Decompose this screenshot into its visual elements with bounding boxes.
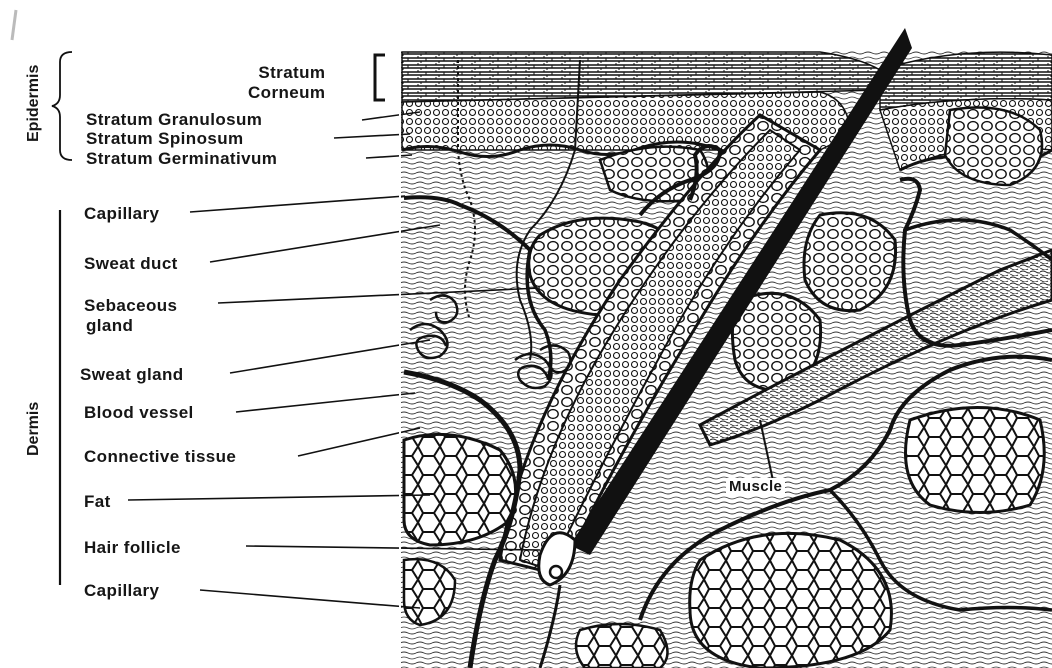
sebaceous-gland-line1: Sebaceous xyxy=(84,296,177,316)
capillary-top-label: Capillary xyxy=(84,205,159,222)
blood-vessel-label: Blood vessel xyxy=(84,404,194,421)
connective-tissue-label: Connective tissue xyxy=(84,448,236,465)
sweat-duct-label: Sweat duct xyxy=(84,255,178,272)
sweat-gland-label: Sweat gland xyxy=(80,366,184,383)
stratum-corneum-line2: Corneum xyxy=(248,83,325,103)
epidermis-label: Epidermis xyxy=(26,66,42,142)
stratum-germinativum-label: Stratum Germinativum xyxy=(86,150,277,167)
stratum-corneum-line1: Stratum xyxy=(248,63,325,83)
fat-label: Fat xyxy=(84,493,111,510)
stratum-spinosum-label: Stratum Spinosum xyxy=(86,130,244,147)
capillary-bottom-label: Capillary xyxy=(84,582,159,599)
stratum-corneum-label: Stratum Corneum xyxy=(248,63,325,103)
hair-follicle-label: Hair follicle xyxy=(84,539,181,556)
dermis-label: Dermis xyxy=(26,396,42,456)
sebaceous-gland-label: Sebaceous gland xyxy=(84,296,177,336)
stratum-granulosum-label: Stratum Granulosum xyxy=(86,111,262,128)
sebaceous-gland-line2: gland xyxy=(84,316,177,336)
muscle-label: Muscle xyxy=(726,478,785,495)
